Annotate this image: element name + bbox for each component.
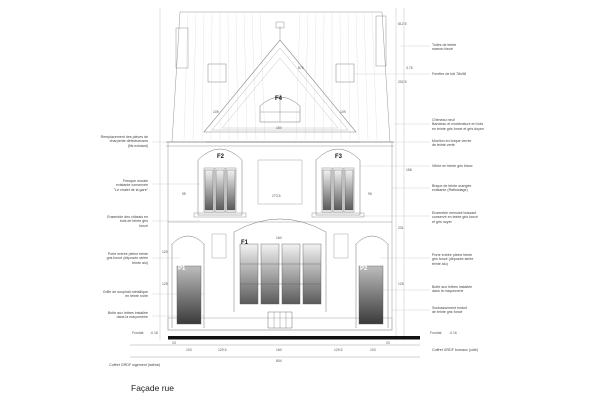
height-dim-5: 231 — [398, 226, 404, 230]
note-right-4: Moellon en brique vernie de teinte verte — [432, 139, 472, 148]
dormer-gable — [203, 39, 357, 133]
overall-dim: 804 — [276, 359, 282, 363]
note-right-7: Ensemble menuisé bossant conservé en tei… — [432, 211, 478, 224]
interior-dim-8: 160 — [276, 236, 282, 240]
central-panel — [257, 159, 303, 205]
bottom-dim-2: 103 — [186, 348, 192, 352]
interior-dim-6: 273.5 — [272, 194, 281, 198]
roof-window-right — [335, 63, 355, 83]
window-f2-frame — [197, 148, 243, 216]
note-left-6: Boîte aux lettres installée dans la maço… — [107, 311, 148, 320]
height-dim-3: 202.5 — [398, 80, 407, 84]
bottom-dim-5: 129.5 — [334, 348, 343, 352]
tag-f3: F3 — [335, 154, 343, 160]
note-right-8: Porte entrée pleine teinte gris foncé (d… — [432, 253, 474, 266]
chimney-right — [375, 15, 387, 67]
height-dim-1: 812.5 — [398, 22, 407, 26]
tag-f2: F2 — [217, 154, 225, 160]
note-bottom-left: Coffret GRDF logement (latéral) — [109, 363, 160, 367]
note-left-5: Grille de soupirail métallique en teinte… — [102, 290, 148, 299]
note-right-10: Soubassement enduit de teinte gris foncé — [432, 306, 467, 315]
tag-f1: F1 — [241, 240, 249, 246]
level-label-right: Frontiat — [430, 331, 442, 335]
interior-dim-2: 109 — [213, 110, 219, 114]
note-left-2: Fresque murale existante conservée "Le c… — [113, 179, 148, 192]
height-dim-4: 158 — [406, 168, 412, 172]
level-value-right: -0.16 — [449, 331, 457, 335]
level-label-left: Frontiat — [132, 331, 144, 335]
shop-window-f1-frame — [233, 218, 327, 312]
interior-dim-5: 95 — [182, 192, 186, 196]
note-bottom-right: Coffret GRDF bureaux (côté) — [432, 348, 479, 352]
door-p2-frame — [355, 235, 389, 328]
note-right-3: Chéneau neuf Bandeau et modénature en bo… — [432, 118, 484, 131]
level-value-left: -0.18 — [150, 331, 158, 335]
note-left-1: Remplacement des pièces de charpente déf… — [100, 135, 148, 148]
roof — [171, 11, 391, 143]
interior-dim-9: 125 — [162, 282, 168, 286]
bottom-dim-6: 103 — [370, 348, 376, 352]
interior-dim-4: 109 — [340, 110, 346, 114]
height-dim-6: 125 — [398, 282, 404, 286]
note-left-3: Ensemble des châssis en bois de teinte g… — [107, 215, 148, 228]
bottom-dim-3: 129.5 — [218, 348, 227, 352]
bottom-dim-7: 23 — [386, 341, 390, 345]
note-right-6: Brique de teinte orangée existante (Rafi… — [432, 184, 472, 193]
ground-line — [168, 336, 420, 340]
bottom-dim-4: 160 — [276, 348, 282, 352]
note-right-9: Boîte aux lettres installée dans la maço… — [432, 285, 473, 294]
interior-dim-10: 120 — [162, 250, 168, 254]
tag-p1: P1 — [178, 266, 186, 272]
chimney-left — [175, 27, 189, 69]
interior-dim-3: 154 — [276, 126, 282, 130]
window-f3-frame — [315, 148, 361, 216]
bottom-dim-1: 23 — [172, 341, 176, 345]
door-p1 — [176, 265, 202, 325]
drawing-title: Façade rue — [131, 383, 174, 393]
roof-window-left — [207, 63, 227, 83]
door-p2 — [358, 265, 384, 325]
note-right-1: Tuiles de teinte marron foncé — [432, 43, 457, 52]
note-right-5: Vitrée en teinte gris blanc — [432, 164, 473, 168]
window-f4 — [259, 96, 301, 123]
height-dim-2: 3.76 — [406, 66, 413, 70]
tag-f4: F4 — [275, 96, 283, 102]
roof-tiles — [183, 11, 378, 141]
glazing — [176, 169, 384, 325]
interior-dim-1: 575 — [298, 66, 304, 70]
tag-p2: P2 — [360, 266, 368, 272]
door-p1-frame — [171, 235, 205, 328]
note-left-4: Porte entrée pleine teinte gris foncé (d… — [106, 252, 148, 265]
interior-dim-7: 95 — [368, 192, 372, 196]
note-right-2: Fenêtre de toit 78x98 — [432, 72, 466, 76]
